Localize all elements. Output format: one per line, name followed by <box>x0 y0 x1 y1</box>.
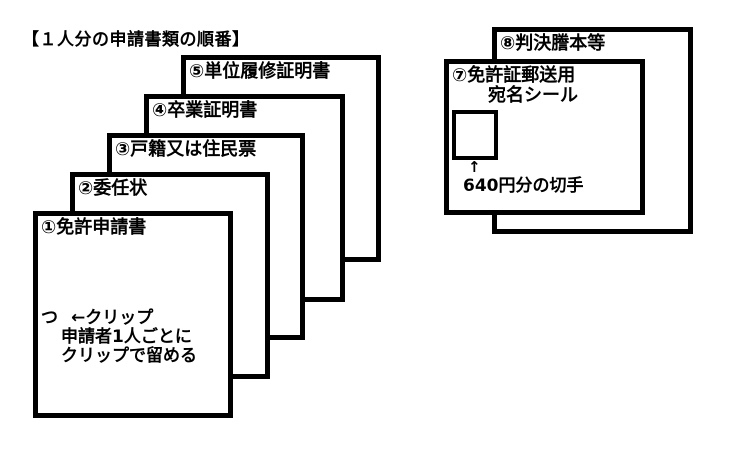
document-label-8: ⑧判決謄本等 <box>500 33 606 54</box>
document-box-1-license-application: ①免許申請書 つ ←クリップ 申請者1人ごとに クリップで留める <box>33 211 233 418</box>
document-box-7-address-sticker: ⑦免許証郵送用 宛名シール ↑ 640円分の切手 <box>444 59 645 215</box>
clip-note-line-1: つ ←クリップ <box>41 309 197 328</box>
document-label-5: ⑤単位履修証明書 <box>189 61 331 82</box>
diagram-title: 【１人分の申請書類の順番】 <box>22 30 250 50</box>
document-label-7-line-1: ⑦免許証郵送用 <box>452 65 576 86</box>
clip-icon: つ <box>41 308 58 328</box>
document-label-7-line-2: 宛名シール <box>488 85 578 106</box>
clip-pointer-label: ←クリップ <box>71 308 154 328</box>
clip-note: つ ←クリップ 申請者1人ごとに クリップで留める <box>41 309 197 366</box>
document-label-7: ⑦免許証郵送用 宛名シール <box>449 64 640 106</box>
document-label-2: ②委任状 <box>78 178 148 199</box>
up-arrow-icon: ↑ <box>468 158 481 176</box>
clip-note-line-3: クリップで留める <box>61 346 197 366</box>
clip-note-line-2: 申請者1人ごとに <box>61 327 192 347</box>
stamp-placeholder-square <box>452 110 498 160</box>
document-label-3: ③戸籍又は住民票 <box>115 139 257 160</box>
stamp-caption: 640円分の切手 <box>463 176 584 196</box>
document-label-1: ①免許申請書 <box>41 217 147 238</box>
document-label-4: ④卒業証明書 <box>152 100 258 121</box>
